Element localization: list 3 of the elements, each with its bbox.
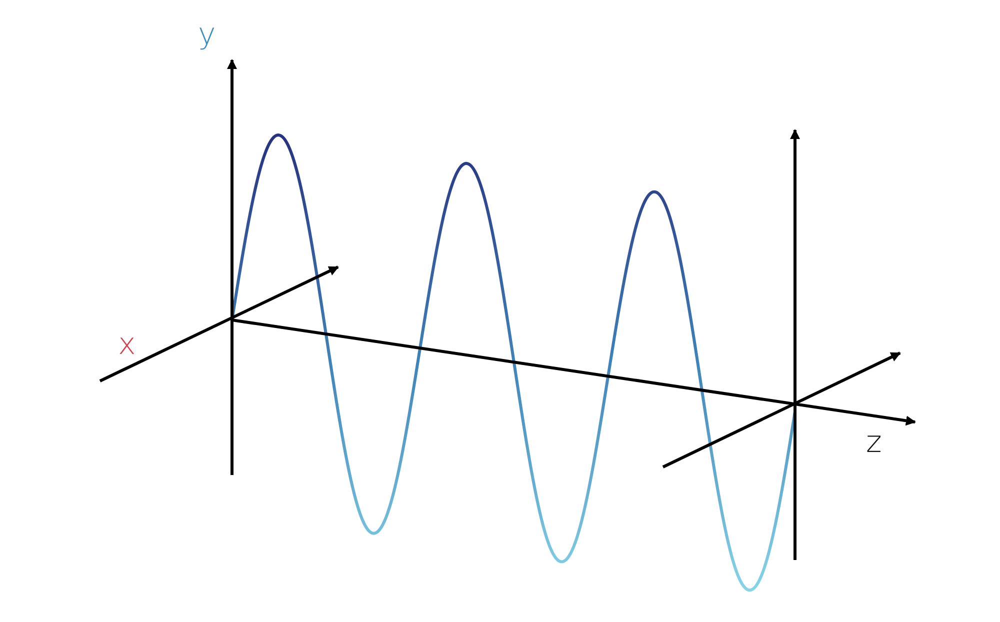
axis-label: x [118,330,136,360]
axis-label: z [866,428,882,458]
axis-label: y [198,20,216,50]
